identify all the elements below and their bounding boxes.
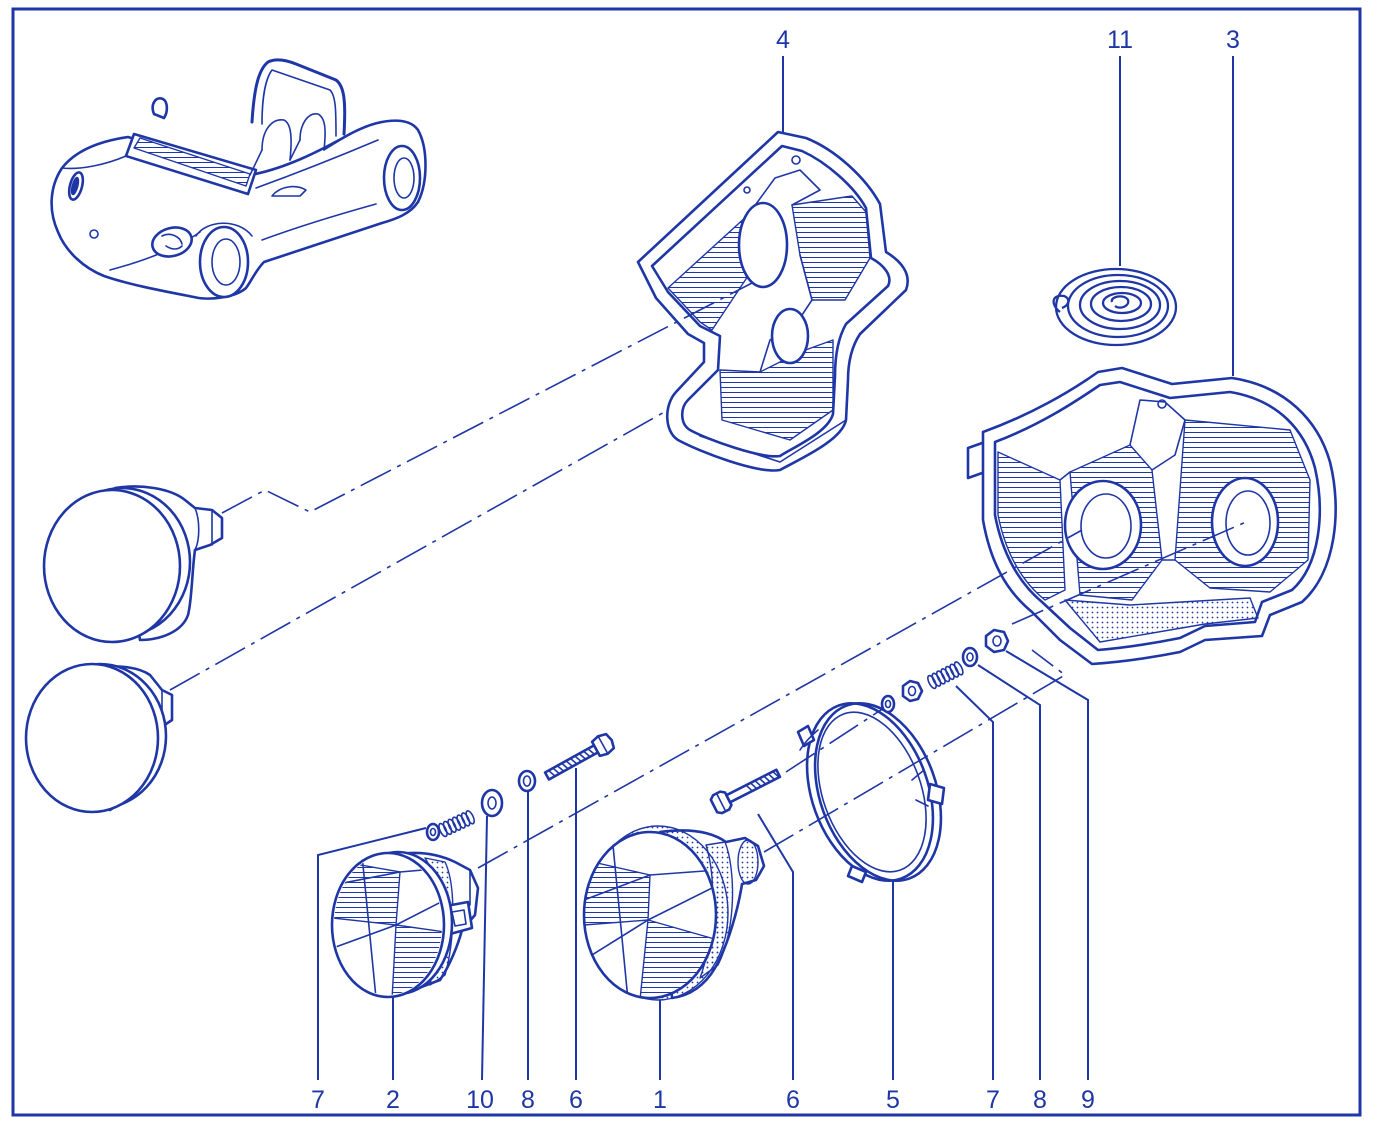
retaining-ring-part-5 <box>796 702 946 884</box>
callout-label-8-left: 8 <box>521 1086 535 1114</box>
callout-label-3: 3 <box>1226 26 1240 54</box>
screw-part-6-left <box>543 732 616 781</box>
callout-label-2: 2 <box>386 1086 400 1114</box>
right-fastener-set <box>709 628 1010 815</box>
headlamp-housing-part-4 <box>636 130 909 472</box>
callout-label-4: 4 <box>776 26 790 54</box>
washer-small-left <box>425 822 441 842</box>
washer-small-center <box>880 694 896 714</box>
car-illustration <box>50 58 427 300</box>
callout-label-8-right: 8 <box>1033 1086 1047 1114</box>
headlamp-housing-part-3 <box>966 366 1337 666</box>
left-fastener-set <box>425 732 616 842</box>
screw-part-6-center <box>709 768 782 815</box>
leader-lines <box>317 56 1234 1081</box>
callout-label-9: 9 <box>1081 1086 1095 1114</box>
callout-label-11: 11 <box>1107 26 1133 54</box>
headlamp-unit-lower-left <box>24 662 174 814</box>
spring-part-7-left <box>438 810 476 838</box>
headlamp-unit-part-1 <box>582 825 766 1001</box>
headlamp-unit-part-2 <box>330 850 480 999</box>
callout-label-6-center: 6 <box>786 1086 800 1114</box>
washer-part-10 <box>480 788 504 818</box>
callout-label-10: 10 <box>466 1086 494 1114</box>
callout-labels: 4 11 3 7 2 10 8 6 1 6 5 7 8 9 <box>311 26 1240 1114</box>
washer-part-8-left <box>517 769 537 793</box>
callout-label-6-left: 6 <box>569 1086 583 1114</box>
seal-coil-part-11 <box>1052 267 1178 347</box>
nut-part-9 <box>984 628 1010 654</box>
callout-label-7-left: 7 <box>311 1086 325 1114</box>
nut-small-center <box>901 679 924 703</box>
callout-label-1: 1 <box>653 1086 667 1114</box>
assembly-axis-lines <box>169 282 1247 869</box>
callout-label-5: 5 <box>886 1086 900 1114</box>
spring-part-7-right <box>927 661 964 690</box>
callout-label-7-right: 7 <box>986 1086 1000 1114</box>
washer-part-8-right <box>961 646 979 668</box>
headlamp-unit-upper-left <box>42 485 224 644</box>
diagram-frame <box>11 7 1362 1117</box>
